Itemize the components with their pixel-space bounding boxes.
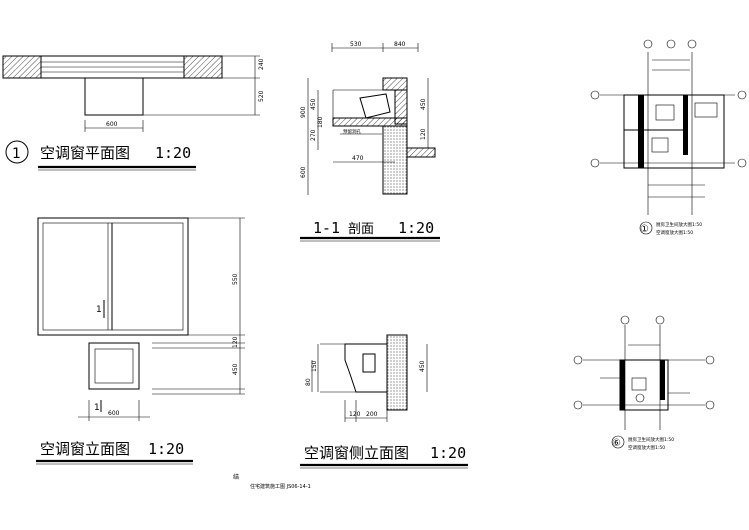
section-dim-left-1: 900 bbox=[300, 106, 307, 118]
plan-dim-right-top: 240 bbox=[258, 58, 265, 70]
section-dim-left-4: 180 bbox=[317, 116, 324, 128]
plan-circle-label: 1 bbox=[12, 146, 21, 162]
side-ac-unit bbox=[344, 343, 388, 393]
section-dim-470: 470 bbox=[352, 155, 364, 162]
plan-dim-width: 600 bbox=[106, 121, 118, 128]
elevation-dim-right-1: 550 bbox=[232, 273, 239, 285]
section-ac-unit bbox=[359, 93, 391, 119]
side-wall bbox=[386, 334, 408, 411]
elevation-section-mark: 1 bbox=[94, 403, 100, 413]
detail1-caption-1: 厨房卫生间放大图1:50 bbox=[656, 221, 702, 228]
elevation-ac-box-outer bbox=[88, 342, 140, 390]
side-dim-e: 200 bbox=[366, 411, 378, 418]
plan-wall-right bbox=[183, 55, 223, 79]
section-dim-right-2: 120 bbox=[420, 128, 427, 140]
detail6-caption-1: 厨房卫生间放大图1:50 bbox=[628, 436, 674, 443]
section-scale: 1:20 bbox=[398, 219, 434, 237]
detail1-caption-2: 空调窗放大图1:50 bbox=[656, 229, 693, 236]
plan-detail-circle bbox=[5, 140, 29, 164]
detail6-circle-label: ⑥ bbox=[612, 438, 621, 449]
footer-text: 住宅建筑施工图 JS06-14-1 bbox=[250, 483, 311, 490]
section-title: 1-1 bbox=[313, 219, 340, 237]
section-dim-left-3: 270 bbox=[310, 129, 317, 141]
section-slab bbox=[332, 117, 408, 127]
plan-dim-right-bottom: 520 bbox=[258, 90, 265, 102]
detail1-circle-label: ① bbox=[640, 224, 649, 235]
elevation-dim-bottom: 600 bbox=[108, 410, 120, 417]
section-title-suffix: 剖面 bbox=[348, 222, 374, 237]
plan-drawing: 600 240 520 1 空调窗平面图 1:20 bbox=[2, 55, 265, 171]
detail6-drawing: ⑥ 厨房卫生间放大图1:50 空调窗放大图1:50 bbox=[573, 315, 715, 451]
section-dim-top-b: 840 bbox=[394, 41, 406, 48]
section-dim-left-5: 600 bbox=[300, 166, 307, 178]
side-scale: 1:20 bbox=[430, 444, 466, 462]
elevation-drawing: 1 550 120 450 600 1 空调窗立面图 1:20 bbox=[36, 217, 245, 465]
side-title: 空调窗侧立面图 bbox=[304, 444, 409, 462]
side-dim-d: 120 bbox=[349, 411, 361, 418]
detail6-caption-2: 空调窗放大图1:50 bbox=[628, 444, 665, 451]
detail1-drawing: ① 厨房卫生间放大图1:50 空调窗放大图1:50 bbox=[590, 39, 747, 236]
side-dim-c: 450 bbox=[419, 360, 426, 372]
section-dim-top-a: 530 bbox=[350, 41, 362, 48]
side-dim-b: 80 bbox=[305, 378, 312, 386]
plan-wall-left bbox=[2, 55, 42, 79]
detail1-room bbox=[623, 94, 725, 169]
section-note: 预留洞孔 bbox=[343, 128, 361, 135]
footer-mark: 结 bbox=[233, 473, 239, 481]
side-drawing: 150 80 450 120 200 空调窗侧立面图 1:20 bbox=[300, 334, 468, 469]
plan-title: 空调窗平面图 bbox=[40, 144, 130, 162]
section-wall bbox=[382, 125, 408, 195]
elevation-dim-right-2: 120 bbox=[232, 336, 239, 348]
section-dim-right-1: 450 bbox=[420, 98, 427, 110]
elevation-scale: 1:20 bbox=[148, 440, 184, 458]
elevation-dim-right-3: 450 bbox=[232, 363, 239, 375]
plan-ac-unit bbox=[84, 77, 144, 116]
elevation-window-mark: 1 bbox=[96, 305, 102, 315]
elevation-title: 空调窗立面图 bbox=[40, 440, 130, 458]
section-dim-left-2: 450 bbox=[310, 98, 317, 110]
plan-scale: 1:20 bbox=[155, 144, 191, 162]
footer: 结 住宅建筑施工图 JS06-14-1 bbox=[233, 473, 311, 490]
side-dim-a: 150 bbox=[311, 360, 318, 372]
section-drawing: 530 840 预留洞孔 900 450 270 180 600 450 120… bbox=[300, 41, 440, 242]
elevation-window-outer bbox=[37, 217, 189, 336]
